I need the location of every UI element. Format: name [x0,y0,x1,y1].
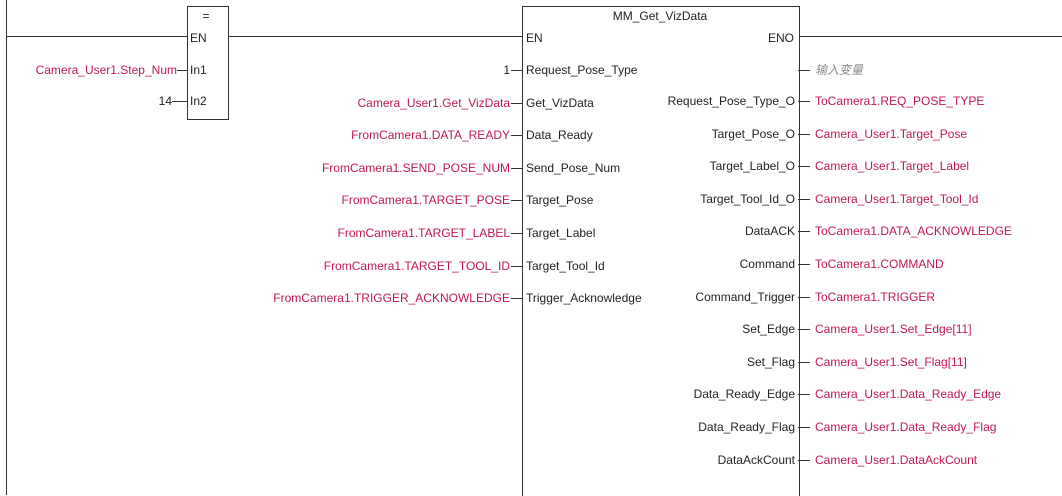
fb-output-pin: Command_Trigger [695,290,795,304]
fb-input-wire [511,233,522,234]
fb-output-variable[interactable]: Camera_User1.Target_Tool_Id [815,192,979,206]
fb-output-variable[interactable]: Camera_User1.Target_Label [815,159,970,173]
fb-output-wire [798,166,810,167]
fb-output-variable[interactable]: Camera_User1.Set_Edge[11] [815,322,972,336]
fb-output-wire [798,231,810,232]
fb-input-pin: Send_Pose_Num [526,161,621,175]
fb-output-wire [798,362,810,363]
fb-output-wire [798,134,810,135]
fb-output-pin: Target_Pose_O [711,127,795,141]
fb-output-pin: Data_Ready_Flag [698,420,795,434]
fb-output-wire [798,460,810,461]
fb-input-wire [511,168,522,169]
function-block-mm-get-vizdata[interactable] [522,6,800,496]
fb-input-variable[interactable]: FromCamera1.TARGET_LABEL [337,226,511,240]
fb-output-pin: Set_Edge [742,322,795,336]
fb-input-wire [511,200,522,201]
fb-output-wire [798,101,810,102]
fb-input-variable[interactable]: FromCamera1.TARGET_TOOL_ID [323,259,510,273]
fb-input-pin: Data_Ready [526,128,593,142]
fb-input-variable[interactable]: FromCamera1.TARGET_POSE [341,193,510,207]
compare-en-pin: EN [190,31,207,45]
fb-input-wire [511,135,522,136]
fb-output-wire [798,297,810,298]
rung-wire-to-compare [6,36,187,37]
compare-in1-variable[interactable]: Camera_User1.Step_Num [35,63,177,77]
fb-output-pin: Set_Flag [746,355,795,369]
compare-in2-constant[interactable]: 14 [158,94,172,108]
left-power-rail [6,0,7,495]
fb-output-variable[interactable]: Camera_User1.Target_Pose [815,127,968,141]
fb-input-variable[interactable]: FromCamera1.SEND_POSE_NUM [321,161,510,175]
fb-output-wire [798,329,810,330]
fb-output-wire [798,199,810,200]
in2-wire [172,101,187,102]
fb-output-pin: Command [739,257,795,271]
fb-input-variable[interactable]: FromCamera1.TRIGGER_ACKNOWLEDGE [273,291,510,305]
fb-output-variable[interactable]: ToCamera1.TRIGGER [815,290,936,304]
rung-wire-eno-out [798,36,1062,37]
fb-input-wire [511,70,522,71]
fb-output-wire [798,427,810,428]
fb-en-pin: EN [526,31,543,45]
fb-input-pin: Get_VizData [526,96,594,110]
function-block-title: MM_Get_VizData [612,9,708,23]
fb-eno-pin: ENO [767,31,794,45]
fb-output-pin: Target_Label_O [709,159,795,173]
compare-operator: = [202,9,210,23]
fb-input-wire [511,103,522,104]
fb-output-pin: Target_Tool_Id_O [700,192,795,206]
fb-output-variable[interactable]: Camera_User1.Set_Flag[11] [815,355,967,369]
eno-hint-placeholder[interactable]: 输入变量 [815,63,864,77]
fb-output-pin: DataACK [744,224,795,238]
fb-input-wire [511,266,522,267]
fb-output-variable[interactable]: ToCamera1.COMMAND [815,257,944,271]
fb-output-wire [798,264,810,265]
fb-output-pin: DataAckCount [717,453,795,467]
fb-output-pin: Request_Pose_Type_O [667,94,795,108]
fb-input-pin: Trigger_Acknowledge [526,291,642,305]
fb-input-variable[interactable]: FromCamera1.DATA_READY [351,128,510,142]
compare-block[interactable] [187,6,229,120]
in1-wire [177,70,187,71]
compare-in1-pin: In1 [190,63,207,77]
fb-input-pin: Target_Pose [526,193,594,207]
fb-input-variable[interactable]: Camera_User1.Get_VizData [357,96,510,110]
rung-wire-compare-to-fb [228,36,522,37]
fb-output-wire [798,394,810,395]
fb-output-variable[interactable]: Camera_User1.Data_Ready_Flag [815,420,997,434]
fb-input-variable[interactable]: 1 [503,63,510,77]
fb-output-variable[interactable]: Camera_User1.DataAckCount [815,453,978,467]
compare-in2-pin: In2 [190,94,207,108]
fb-output-variable[interactable]: Camera_User1.Data_Ready_Edge [815,387,1002,401]
fb-output-variable[interactable]: ToCamera1.REQ_POSE_TYPE [815,94,985,108]
fb-input-pin: Target_Label [526,226,596,240]
fb-input-pin: Target_Tool_Id [526,259,605,273]
fb-output-variable[interactable]: ToCamera1.DATA_ACKNOWLEDGE [815,224,1012,238]
fb-input-pin: Request_Pose_Type [526,63,638,77]
fb-output-pin: Data_Ready_Edge [693,387,795,401]
fb-input-wire [511,298,522,299]
eno-hint-wire [798,70,810,71]
